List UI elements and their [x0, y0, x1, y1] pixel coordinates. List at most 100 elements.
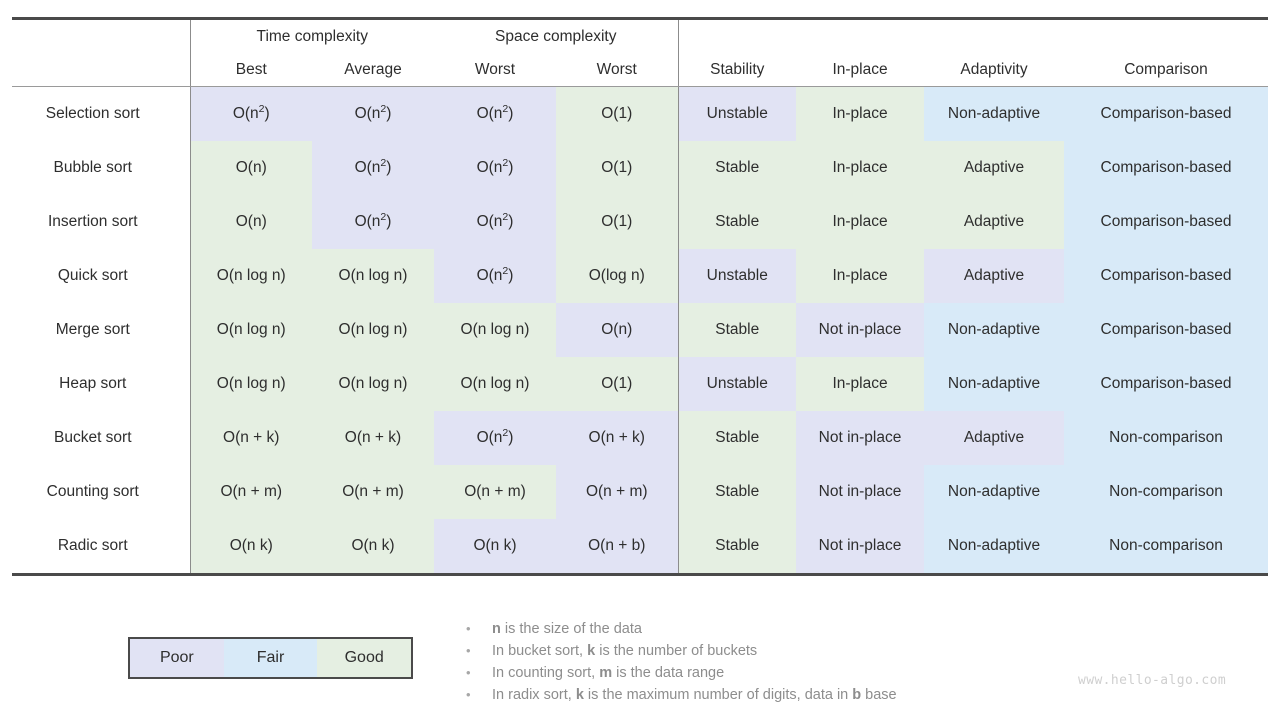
table-cell: O(n + b) [556, 519, 679, 576]
table-cell: O(n2) [312, 86, 434, 141]
legend-item-poor: Poor [130, 639, 224, 677]
table-cell: Non-adaptive [924, 357, 1065, 411]
table-cell: Non-comparison [1064, 411, 1269, 465]
table-cell: In-place [796, 141, 925, 195]
table-cell: O(n log n) [190, 303, 312, 357]
table-cell: Stable [678, 303, 797, 357]
table-cell: O(n + m) [190, 465, 312, 519]
table-cell: O(n log n) [434, 357, 556, 411]
table-cell: O(n2) [190, 86, 312, 141]
table-cell: Unstable [678, 86, 797, 141]
comparison-table-container: Time complexity Space complexity Best Av… [12, 17, 1269, 576]
table-cell: O(n2) [434, 141, 556, 195]
header-col-best: Best [190, 54, 312, 87]
bullet-icon: • [466, 687, 471, 702]
table-cell: Comparison-based [1064, 249, 1269, 303]
bullet-icon: • [466, 665, 471, 680]
table-cell: O(log n) [556, 249, 679, 303]
header-column-row: Best Average Worst Worst Stability In-pl… [12, 54, 1269, 87]
header-group-row: Time complexity Space complexity [12, 17, 1269, 54]
table-cell: O(n log n) [312, 357, 434, 411]
footnotes-list: •n is the size of the data•In bucket sor… [466, 618, 1066, 706]
table-cell: O(n2) [312, 195, 434, 249]
row-algorithm-name: Bubble sort [12, 141, 191, 195]
table-cell: In-place [796, 86, 925, 141]
table-cell: O(1) [556, 357, 679, 411]
table-cell: O(n + k) [312, 411, 434, 465]
header-group-time-complexity: Time complexity [190, 17, 434, 54]
table-cell: Comparison-based [1064, 195, 1269, 249]
table-cell: Unstable [678, 357, 797, 411]
row-algorithm-name: Insertion sort [12, 195, 191, 249]
table-cell: Non-comparison [1064, 465, 1269, 519]
table-cell: Adaptive [924, 141, 1065, 195]
header-col-worst-space: Worst [556, 54, 679, 87]
table-cell: Not in-place [796, 519, 925, 576]
table-cell: Stable [678, 195, 797, 249]
table-cell: O(n2) [434, 249, 556, 303]
header-col-adaptivity: Adaptivity [924, 54, 1065, 87]
row-algorithm-name: Selection sort [12, 86, 191, 141]
bullet-icon: • [466, 621, 471, 636]
footnote-item: •In bucket sort, k is the number of buck… [466, 640, 1066, 662]
table-cell: Stable [678, 465, 797, 519]
row-algorithm-name: Heap sort [12, 357, 191, 411]
table-cell: O(1) [556, 141, 679, 195]
table-cell: O(n + k) [556, 411, 679, 465]
table-cell: Comparison-based [1064, 303, 1269, 357]
table-cell: O(n log n) [312, 303, 434, 357]
table-cell: O(n + m) [556, 465, 679, 519]
table-cell: O(1) [556, 195, 679, 249]
header-corner-blank [12, 17, 191, 54]
header-group-space-complexity: Space complexity [434, 17, 679, 54]
footnote-text: In counting sort, m is the data range [492, 665, 725, 681]
table-cell: In-place [796, 195, 925, 249]
footnote-text: In radix sort, k is the maximum number o… [492, 687, 897, 703]
table-cell: In-place [796, 249, 925, 303]
table-cell: O(n log n) [190, 357, 312, 411]
table-cell: Comparison-based [1064, 86, 1269, 141]
row-algorithm-name: Quick sort [12, 249, 191, 303]
table-cell: Stable [678, 519, 797, 576]
table-cell: O(n) [190, 141, 312, 195]
table-cell: Non-adaptive [924, 465, 1065, 519]
table-cell: Stable [678, 141, 797, 195]
footnote-item: • n is the size of the data [466, 618, 1066, 640]
table-cell: O(n k) [434, 519, 556, 576]
table-cell: O(n2) [312, 141, 434, 195]
table-cell: Comparison-based [1064, 357, 1269, 411]
header-col-in-place: In-place [796, 54, 925, 87]
table-cell: O(n log n) [434, 303, 556, 357]
row-algorithm-name: Radic sort [12, 519, 191, 576]
header-col-stability: Stability [678, 54, 797, 87]
table-cell: O(n + m) [312, 465, 434, 519]
header-adaptivity-spacer [924, 17, 1065, 54]
header-stability-spacer [678, 17, 797, 54]
table-cell: Non-adaptive [924, 303, 1065, 357]
table-cell: O(n + k) [190, 411, 312, 465]
header-comparison-spacer [1064, 17, 1269, 54]
table-cell: Unstable [678, 249, 797, 303]
footnote-text: n is the size of the data [492, 621, 642, 637]
table-cell: Not in-place [796, 411, 925, 465]
legend-item-fair: Fair [223, 639, 318, 677]
footnote-text: In bucket sort, k is the number of bucke… [492, 643, 758, 659]
row-algorithm-name: Merge sort [12, 303, 191, 357]
legend-item-good: Good [317, 639, 412, 677]
header-col-average: Average [312, 54, 434, 87]
table-cell: Non-adaptive [924, 86, 1065, 141]
table-cell: Non-adaptive [924, 519, 1065, 576]
site-watermark: www.hello-algo.com [1078, 673, 1227, 688]
table-cell: O(n log n) [190, 249, 312, 303]
table-cell: O(n log n) [312, 249, 434, 303]
